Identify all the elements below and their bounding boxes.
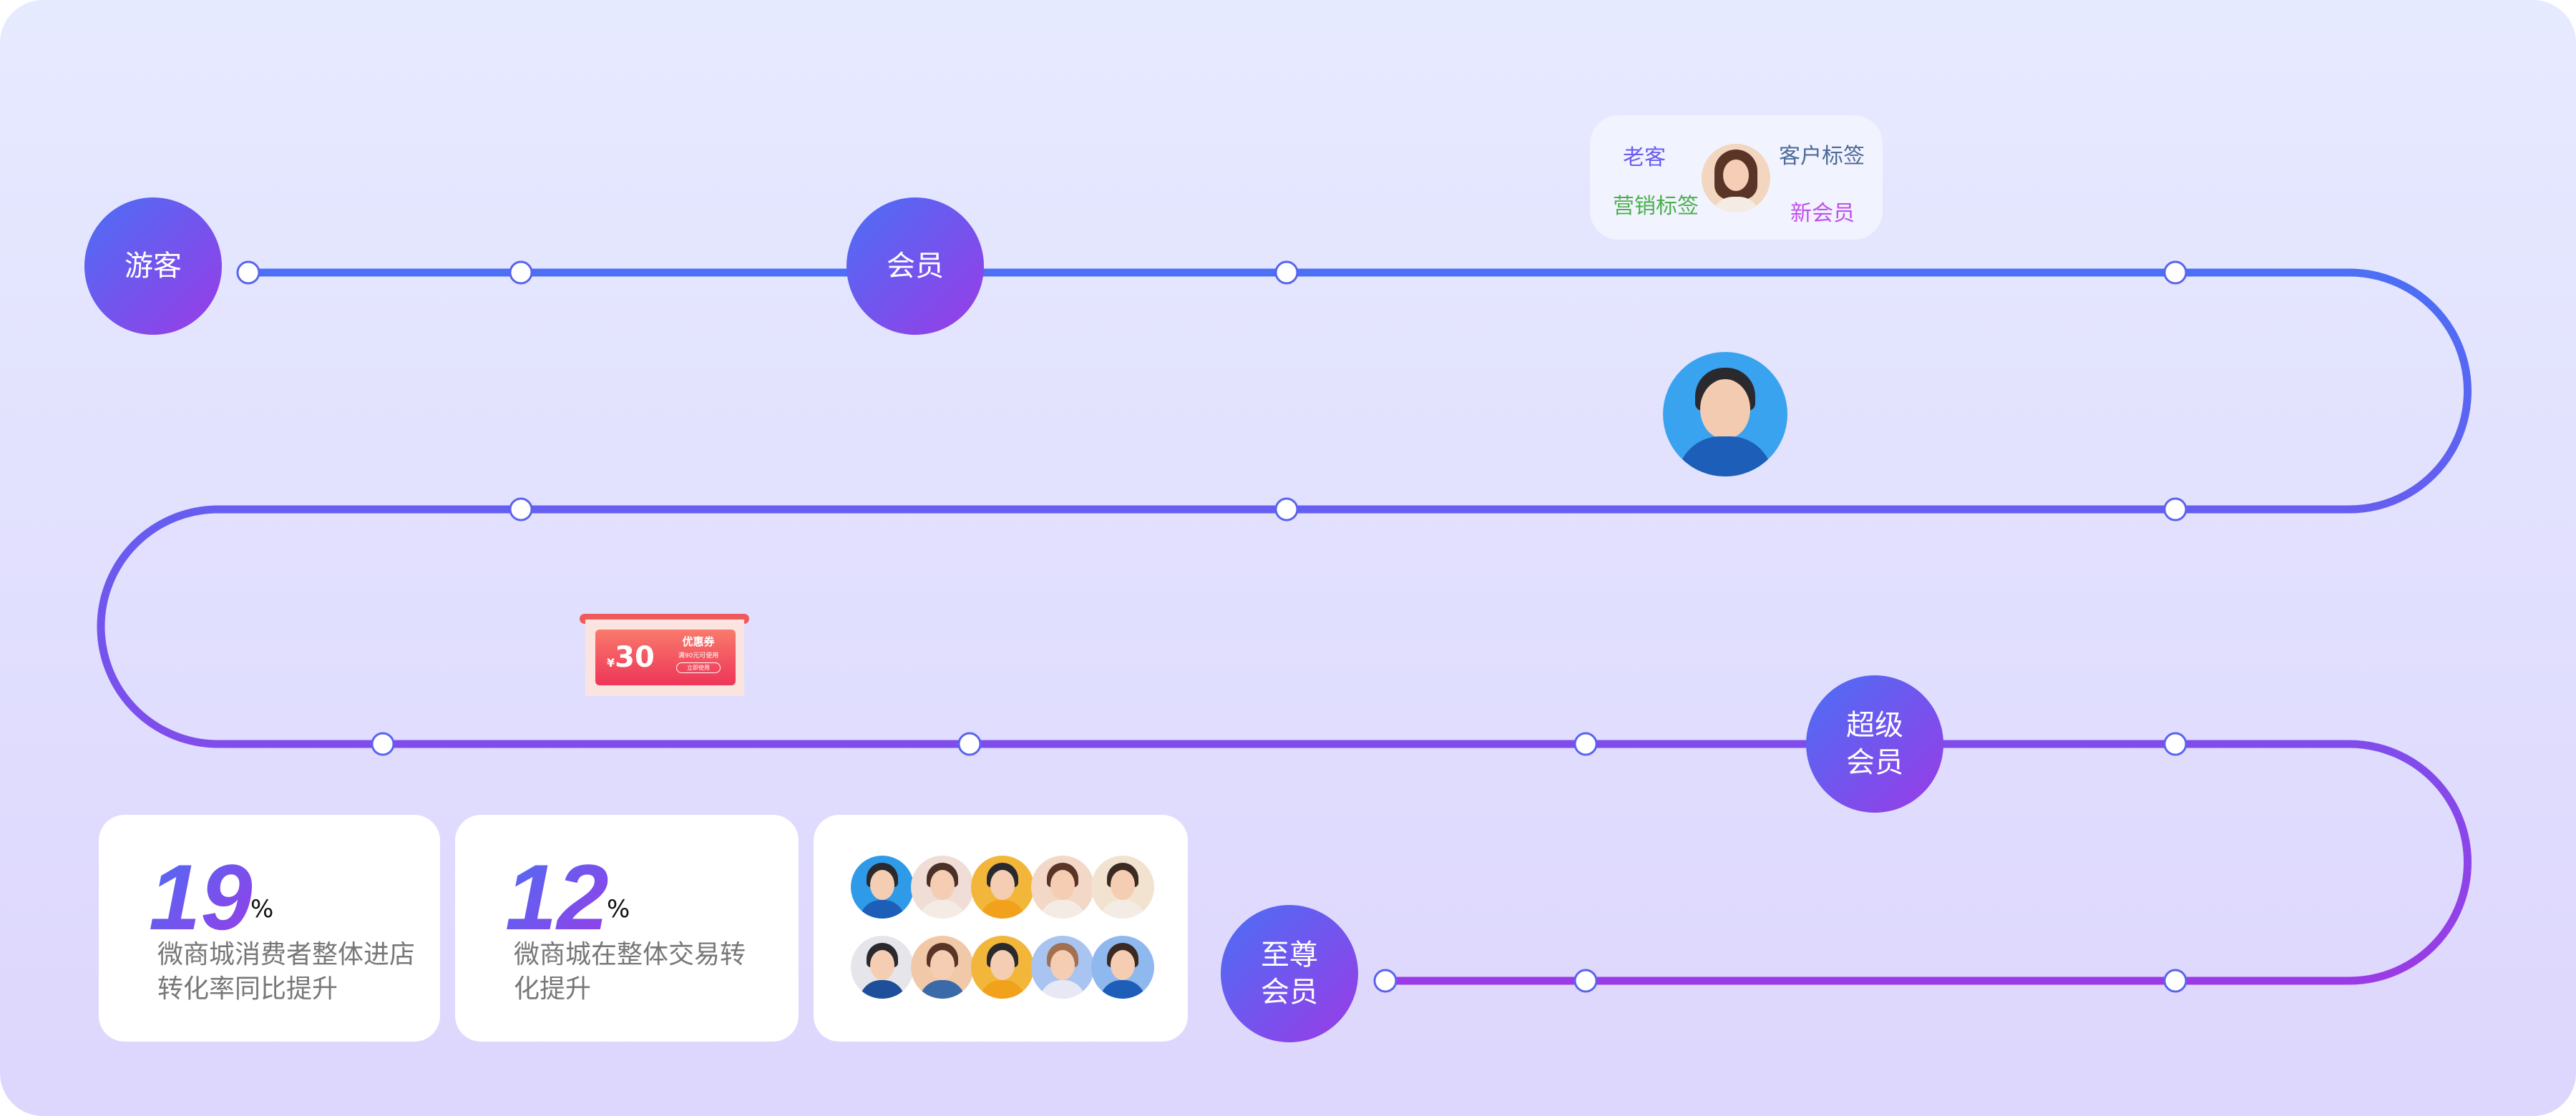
track-dot	[2163, 969, 2187, 993]
track-dot	[236, 260, 260, 285]
track-dot	[957, 732, 982, 756]
track-dot	[2163, 732, 2187, 756]
female-avatar	[1702, 144, 1770, 212]
stage-super-member: 超级会员	[1806, 675, 1943, 813]
stage-supreme-member: 至尊会员	[1221, 905, 1358, 1042]
stat-card-transaction-conversion: 12 % 微商城在整体交易转化提升	[455, 815, 799, 1042]
tag-new-member: 新会员	[1790, 201, 1855, 226]
member-avatar	[911, 936, 974, 999]
member-avatar	[1091, 856, 1154, 919]
stat-value: 12	[505, 845, 609, 949]
member-avatar	[971, 936, 1034, 999]
coupon-amount: 30	[615, 641, 655, 674]
coupon-card[interactable]: ¥30 优惠券 满90元可使用 立即使用	[580, 614, 749, 696]
track-dot	[509, 497, 533, 522]
stat-description: 微商城消费者整体进店转化率同比提升	[157, 940, 416, 1004]
stage-visitor: 游客	[84, 197, 222, 335]
stat-value: 19	[149, 845, 253, 949]
track-dot	[371, 732, 395, 756]
track-dot	[1574, 969, 1598, 993]
member-avatar	[911, 856, 974, 919]
track-dot	[2163, 497, 2187, 522]
member-avatar	[1091, 936, 1154, 999]
customer-tags-panel: 老客 客户标签 营销标签 新会员	[1590, 115, 1883, 240]
member-avatar	[851, 936, 914, 999]
stat-card-store-conversion: 19 % 微商城消费者整体进店转化率同比提升	[99, 815, 440, 1042]
member-avatar	[1031, 856, 1094, 919]
tag-customer-tag: 客户标签	[1779, 144, 1865, 169]
male-avatar	[1663, 352, 1787, 476]
stage-member: 会员	[847, 197, 984, 335]
track-dot	[2163, 260, 2187, 285]
track-dot	[1274, 260, 1299, 285]
tag-marketing: 营销标签	[1613, 194, 1699, 219]
track-dot	[1574, 732, 1598, 756]
track-dot	[1274, 497, 1299, 522]
track-dot	[509, 260, 533, 285]
coupon-use-button[interactable]: 立即使用	[676, 662, 721, 673]
track-dot	[1373, 969, 1397, 993]
member-avatar	[1031, 936, 1094, 999]
member-avatar	[851, 856, 914, 919]
stat-description: 微商城在整体交易转化提升	[514, 940, 746, 1004]
tag-old-customer: 老客	[1623, 145, 1666, 170]
avatar-grid-card	[814, 815, 1188, 1042]
member-avatar	[971, 856, 1034, 919]
